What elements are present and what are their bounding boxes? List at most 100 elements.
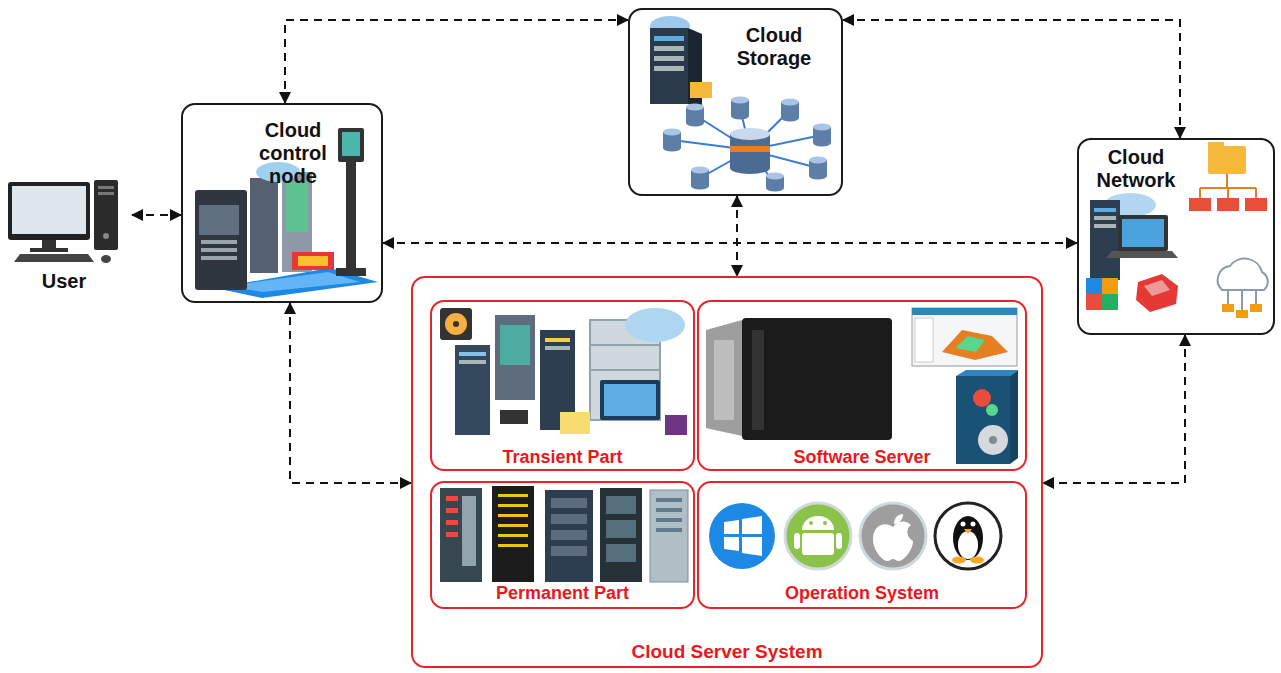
- user-computer-icon-part: [12, 186, 86, 234]
- software-server-illustration-part: [973, 389, 991, 407]
- operating-system-logos-part: [836, 533, 842, 549]
- user-computer-icon-part: [30, 248, 68, 252]
- transient-hardware-illustration-part: [459, 352, 486, 356]
- network-box: Cloud Network: [1077, 138, 1275, 335]
- operating-system-logos-part: [970, 557, 984, 564]
- permanent-racks-illustration-part: [656, 518, 682, 522]
- transient-hardware-illustration-part: [600, 380, 660, 420]
- node-label: Operation System: [699, 583, 1025, 604]
- permanent-racks-illustration-part: [656, 508, 682, 512]
- network-illustration-part: [1102, 278, 1118, 294]
- network-illustration-part: [1094, 208, 1116, 212]
- network-illustration-part: [1222, 304, 1234, 312]
- operating-system-logos-part: [742, 516, 762, 534]
- permanent-racks-illustration: [440, 486, 688, 582]
- database-cylinders-part: [686, 104, 704, 111]
- transient-hardware-illustration-part: [590, 369, 660, 371]
- component-box: Transient Part: [430, 300, 695, 471]
- user-computer-icon-part: [42, 240, 56, 248]
- permanent-racks-illustration-part: [440, 488, 482, 582]
- software-server-illustration-part: [915, 318, 933, 362]
- transient-hardware-illustration-part: [560, 412, 590, 434]
- node-label: User: [0, 270, 128, 293]
- operating-system-logos-part: [794, 533, 800, 549]
- control-node-illustration-part: [201, 256, 237, 260]
- user-computer-icon-part: [94, 180, 118, 250]
- database-cylinders-part: [766, 173, 784, 180]
- database-cylinders: [663, 97, 831, 192]
- control-node-box: Cloud control node: [181, 103, 383, 303]
- software-server-illustration: [706, 308, 1018, 464]
- node-label: Cloud Network: [1083, 146, 1189, 192]
- transient-hardware-illustration: [440, 308, 687, 435]
- permanent-racks-illustration-part: [551, 498, 587, 508]
- transient-hardware-illustration-part: [440, 308, 472, 340]
- database-cylinders-part: [781, 115, 799, 122]
- database-cylinders-part: [691, 183, 709, 190]
- transient-hardware-illustration-part: [455, 345, 490, 435]
- control-node-illustration-part: [201, 240, 237, 244]
- transient-hardware-illustration-part: [545, 346, 570, 350]
- storage-box: Cloud Storage: [628, 8, 843, 196]
- control-node-illustration-part: [342, 132, 360, 156]
- network-illustration-part: [1208, 142, 1224, 148]
- software-server-illustration-part: [942, 330, 1008, 360]
- permanent-racks-illustration-part: [498, 494, 528, 497]
- permanent-racks-illustration-part: [446, 508, 458, 513]
- software-server-illustration-part: [955, 336, 985, 352]
- software-server-illustration-part: [752, 330, 764, 430]
- storage-server-icon-part: [654, 46, 684, 51]
- database-cylinders-part: [766, 185, 784, 192]
- transient-hardware-illustration-part: [459, 360, 486, 364]
- permanent-racks-illustration-part: [656, 498, 682, 502]
- operating-system-logos-part: [894, 514, 903, 524]
- operating-system-logos-part: [724, 537, 739, 551]
- operating-system-logos-part: [785, 503, 851, 569]
- user-terminal: User: [0, 168, 132, 298]
- dashed-connector: [290, 303, 411, 483]
- permanent-racks-illustration-part: [606, 544, 636, 562]
- control-node-illustration-part: [201, 248, 237, 252]
- component-box: Software Server: [697, 300, 1027, 471]
- software-server-illustration-part: [989, 436, 997, 444]
- permanent-racks-illustration-part: [551, 530, 587, 540]
- dashed-connector: [132, 214, 181, 216]
- permanent-racks-illustration-part: [606, 520, 636, 538]
- network-illustration: [1086, 142, 1268, 318]
- operating-system-logos-part: [709, 503, 775, 569]
- network-illustration-part: [1094, 216, 1116, 220]
- control-node-illustration-part: [346, 162, 356, 270]
- user-computer-icon-part: [98, 192, 114, 195]
- dashed-connector: [843, 20, 1180, 138]
- permanent-racks-illustration-part: [498, 534, 528, 537]
- network-illustration-part: [1090, 200, 1120, 280]
- permanent-racks-illustration-part: [551, 514, 587, 524]
- transient-hardware-illustration-part: [500, 410, 528, 424]
- database-cylinders-part: [813, 140, 831, 147]
- permanent-racks-illustration-part: [446, 520, 458, 525]
- component-box: Permanent Part: [430, 481, 695, 609]
- software-server-illustration-part: [956, 370, 1018, 376]
- permanent-racks-illustration-part: [446, 532, 458, 537]
- user-computer-icon-part: [103, 233, 109, 239]
- operating-system-logos-part: [964, 529, 972, 534]
- control-node-illustration-part: [298, 256, 328, 266]
- operating-system-logos-part: [724, 520, 739, 534]
- dashed-connector: [383, 242, 1077, 244]
- database-cylinders-part: [730, 162, 770, 174]
- database-cylinders-part: [730, 146, 770, 152]
- storage-server-icon-part: [654, 56, 684, 61]
- operating-system-logos-part: [961, 522, 966, 527]
- storage-server-icon-part: [650, 28, 688, 104]
- permanent-racks-illustration-part: [498, 524, 528, 527]
- operating-system-logos-part: [802, 516, 834, 530]
- operating-system-logos-part: [860, 503, 926, 569]
- control-node-illustration-part: [195, 190, 247, 290]
- database-cylinders-part: [781, 99, 799, 106]
- database-cylinders-part: [731, 97, 749, 104]
- transient-hardware-illustration-part: [445, 313, 467, 335]
- network-illustration-part: [1086, 294, 1102, 310]
